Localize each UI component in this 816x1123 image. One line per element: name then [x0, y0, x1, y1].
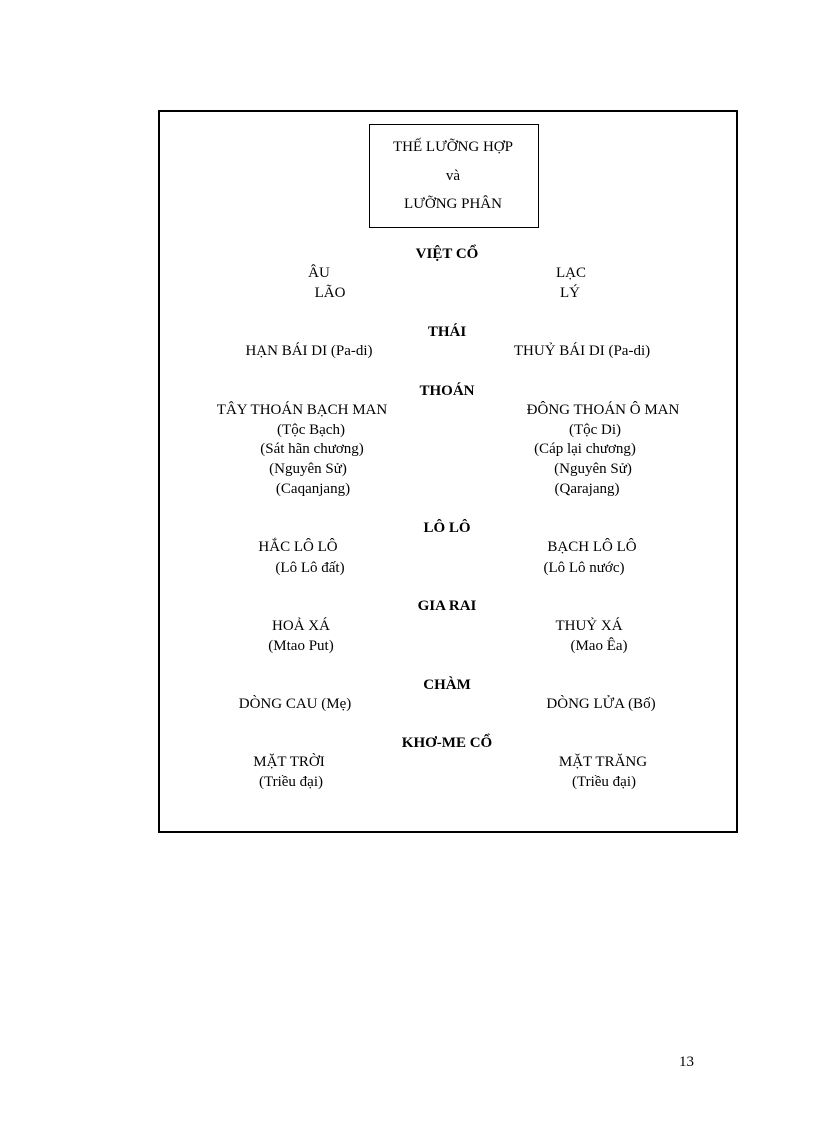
cham-right-1: DÒNG LỬA (Bố) [546, 696, 656, 712]
thoan-right-4: (Nguyên Sử) [554, 461, 632, 477]
thai-right-1: THUỶ BÁI DI (Pa-di) [513, 343, 651, 359]
thoan-right-5: (Qarajang) [554, 481, 620, 497]
thoan-left-1: TÂY THOÁN BẠCH MAN [216, 402, 388, 418]
gia-rai-right-2: (Mao Êa) [570, 638, 628, 654]
kho-me-co-right-1: MẶT TRĂNG [558, 754, 648, 770]
kho-me-co-left-1: MẶT TRỜI [253, 754, 325, 770]
group-heading-viet-co: VIỆT CỔ [415, 246, 479, 262]
cham-left-1: DÒNG CAU (Mẹ) [238, 696, 352, 712]
gia-rai-right-1: THUỶ XÁ [555, 618, 623, 634]
thoan-left-4: (Nguyên Sử) [269, 461, 347, 477]
group-heading-kho-me-co: KHƠ-ME CỔ [401, 735, 493, 751]
title-line-3: LƯỠNG PHÂN [404, 196, 502, 212]
viet-co-left-1: ÂU [308, 265, 330, 281]
lo-lo-right-2: (Lô Lô nước) [543, 560, 625, 576]
thoan-right-3: (Cáp lại chương) [534, 441, 636, 457]
group-heading-gia-rai: GIA RAI [417, 598, 477, 614]
kho-me-co-right-2: (Triều đại) [571, 774, 637, 790]
lo-lo-left-2: (Lô Lô đất) [275, 560, 345, 576]
viet-co-left-2: LÃO [314, 285, 346, 301]
viet-co-right-1: LẠC [556, 265, 586, 281]
gia-rai-left-1: HOẢ XÁ [272, 618, 330, 634]
thoan-right-2: (Tộc Di) [568, 422, 622, 438]
title-line-1: THẾ LƯỠNG HỢP [393, 139, 513, 155]
group-heading-lo-lo: LÔ LÔ [423, 520, 471, 536]
gia-rai-left-2: (Mtao Put) [268, 638, 334, 654]
group-heading-cham: CHÀM [423, 677, 471, 693]
title-box [369, 124, 539, 228]
lo-lo-right-1: BẠCH LÔ LÔ [547, 539, 637, 555]
viet-co-right-2: LÝ [560, 285, 580, 301]
page-number: 13 [679, 1054, 694, 1070]
thai-left-1: HẠN BÁI DI (Pa-di) [245, 343, 373, 359]
thoan-left-2: (Tộc Bạch) [277, 422, 345, 438]
thoan-left-5: (Caqanjang) [275, 481, 351, 497]
thoan-right-1: ĐÔNG THOÁN Ô MAN [526, 402, 680, 418]
group-heading-thoan: THOÁN [419, 383, 475, 399]
group-heading-thai: THÁI [427, 324, 467, 340]
kho-me-co-left-2: (Triều đại) [258, 774, 324, 790]
content-frame [158, 110, 738, 833]
thoan-left-3: (Sát hãn chương) [260, 441, 364, 457]
lo-lo-left-1: HẮC LÔ LÔ [258, 539, 338, 555]
title-line-2: và [445, 168, 461, 184]
